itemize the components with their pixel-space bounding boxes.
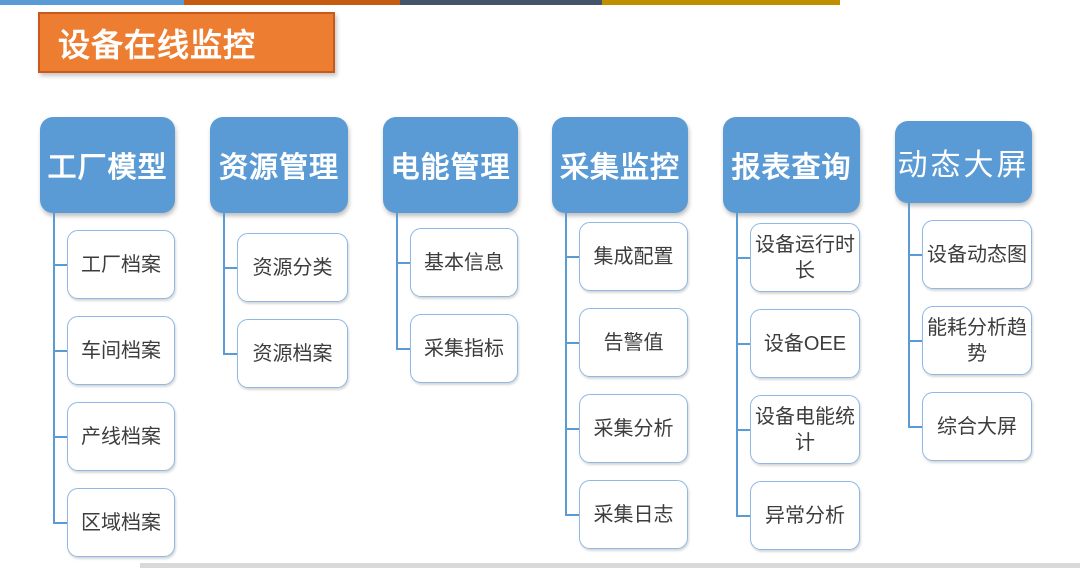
branch-header: 资源管理 [210,117,348,213]
branch-item: 设备OEE [750,309,860,378]
accent-strip-segment [400,0,602,5]
top-accent-strip [0,0,1080,5]
connector-vertical-line [53,213,55,523]
connector-vertical-line [565,213,567,515]
accent-strip-segment [602,0,840,5]
connector-horizontal-line [736,342,750,345]
connector-horizontal-line [223,266,237,269]
branch-item: 资源分类 [237,233,348,302]
branch-item: 工厂档案 [67,230,175,299]
connector-horizontal-line [223,352,237,355]
connector-horizontal-line [396,261,410,264]
connector-horizontal-line [736,428,750,431]
branch-item: 车间档案 [67,316,175,385]
branch-item: 产线档案 [67,402,175,471]
connector-horizontal-line [565,513,579,516]
branch-item: 设备运行时长 [750,223,860,292]
branch-header: 采集监控 [552,117,688,213]
connector-horizontal-line [53,435,67,438]
accent-strip-segment [0,0,184,5]
branch-item: 集成配置 [579,222,688,291]
connector-horizontal-line [736,514,750,517]
connector-vertical-line [908,203,910,427]
branch-item: 资源档案 [237,319,348,388]
connector-horizontal-line [396,347,410,350]
branch-item: 设备电能统计 [750,395,860,464]
connector-horizontal-line [565,427,579,430]
connector-horizontal-line [736,256,750,259]
connector-horizontal-line [53,521,67,524]
connector-horizontal-line [908,253,922,256]
branch-item: 设备动态图 [922,220,1032,289]
connector-horizontal-line [53,349,67,352]
branch-item: 能耗分析趋势 [922,306,1032,375]
connector-horizontal-line [565,255,579,258]
branch-item: 异常分析 [750,481,860,550]
page-title: 设备在线监控 [58,26,257,63]
connector-horizontal-line [908,425,922,428]
page-title-box: 设备在线监控 [38,12,335,73]
connector-horizontal-line [565,341,579,344]
branch-header: 工厂模型 [40,117,175,213]
connector-vertical-line [396,213,398,349]
connector-vertical-line [736,213,738,516]
branch-item: 采集指标 [410,314,518,383]
connector-vertical-line [223,213,225,354]
footer-divider [140,563,1080,568]
connector-horizontal-line [908,339,922,342]
branch-item: 区域档案 [67,488,175,557]
branch-header: 报表查询 [723,117,860,213]
branch-item: 基本信息 [410,228,518,297]
accent-strip-segment [184,0,400,5]
branch-header: 动态大屏 [895,121,1032,203]
branch-item: 采集分析 [579,394,688,463]
branch-item: 告警值 [579,308,688,377]
branch-item: 综合大屏 [922,392,1032,461]
connector-horizontal-line [53,263,67,266]
branch-item: 采集日志 [579,480,688,549]
branch-header: 电能管理 [383,117,518,213]
